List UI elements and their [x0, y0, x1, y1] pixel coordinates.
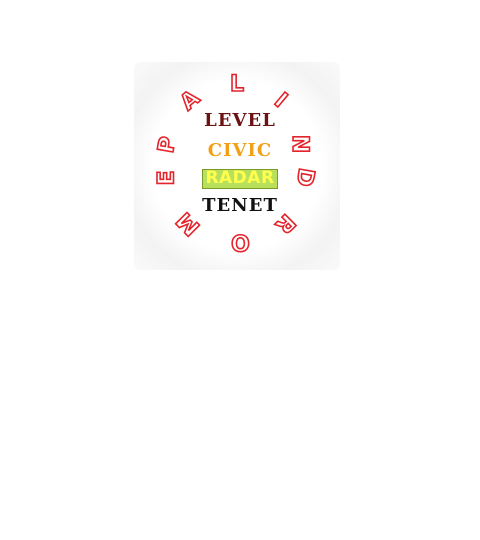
- palindrome-art: [134, 62, 340, 270]
- ring-letter-l: L: [229, 72, 245, 97]
- word-radar-wrap: RADAR: [0, 169, 480, 189]
- word-level: LEVEL: [204, 110, 276, 131]
- word-civic: CIVIC: [207, 140, 273, 161]
- word-radar: RADAR: [202, 169, 278, 189]
- ring-letter-o: O: [230, 228, 250, 255]
- word-tenet: TENET: [202, 195, 278, 216]
